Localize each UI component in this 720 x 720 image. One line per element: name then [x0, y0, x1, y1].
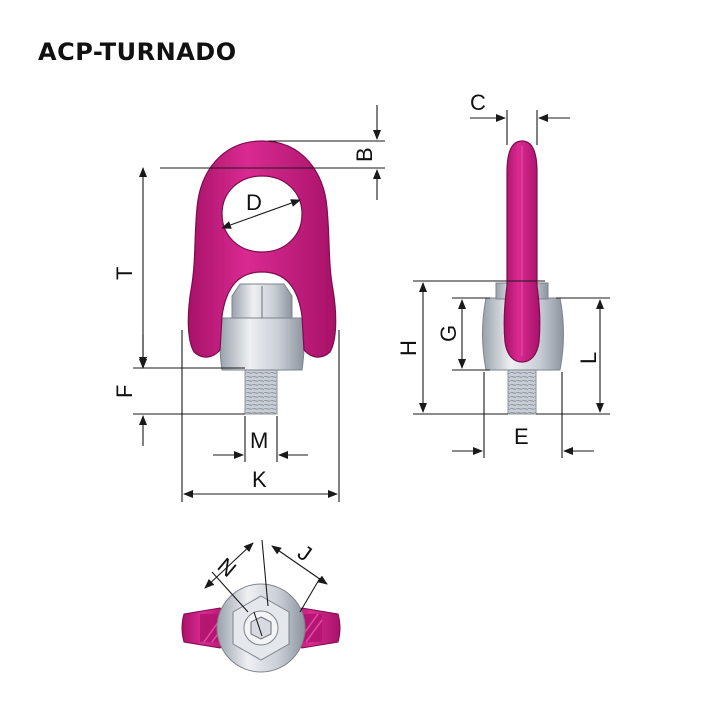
- front-bolt-thread: [244, 367, 278, 415]
- dim-label-F: F: [112, 385, 137, 398]
- side-view: C H G L E: [396, 90, 610, 458]
- front-view: D B T F M K: [112, 105, 385, 502]
- top-view: N J: [181, 540, 341, 673]
- dim-label-T: T: [112, 267, 137, 280]
- dim-label-H: H: [396, 340, 421, 356]
- dim-label-K: K: [252, 467, 267, 492]
- side-bolt-thread: [507, 367, 537, 415]
- dim-label-L: L: [576, 352, 601, 364]
- dim-label-M: M: [250, 428, 268, 453]
- dim-label-D: D: [246, 190, 262, 215]
- front-eye-ring: [187, 140, 337, 358]
- dim-label-C: C: [470, 90, 486, 115]
- top-hex-socket: [250, 616, 272, 640]
- front-bolt-body: [219, 317, 305, 371]
- dim-label-G: G: [436, 325, 461, 342]
- dim-label-J: J: [293, 540, 316, 567]
- dim-label-B: B: [352, 147, 377, 162]
- product-title: ACP-TURNADO: [38, 38, 237, 66]
- dim-label-E: E: [514, 424, 529, 449]
